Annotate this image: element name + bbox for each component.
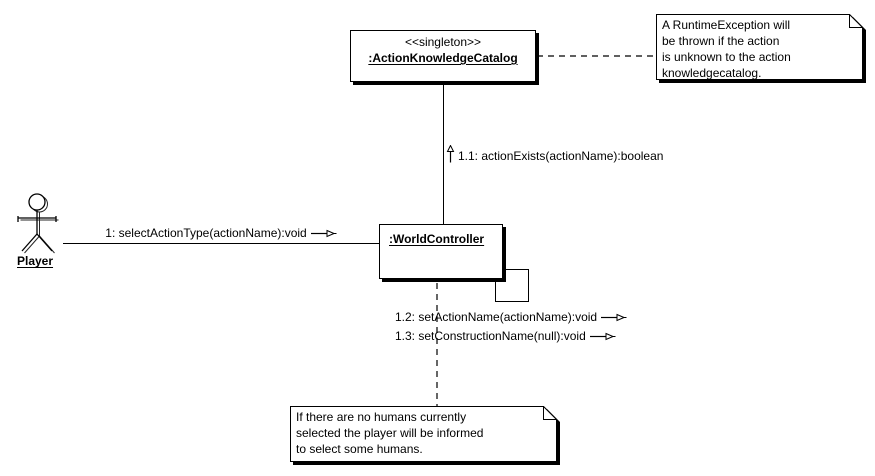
note-no-humans-text: If there are no humans currently selecte… [296, 410, 484, 456]
message-1-1-arrow-up-icon [446, 145, 455, 163]
note-fold-icon [849, 14, 864, 28]
object-worldcontroller[interactable]: :WorldController [379, 224, 503, 279]
note-anchor-catalog[interactable] [537, 55, 657, 57]
object-actionknowledgecatalog[interactable]: <<singleton>> :ActionKnowledgeCatalog [350, 30, 536, 82]
link-worldcontroller-catalog[interactable] [443, 82, 444, 225]
note-shape [656, 14, 866, 83]
catalog-name: :ActionKnowledgeCatalog [368, 51, 518, 65]
message-arrow-right-icon [601, 313, 627, 321]
catalog-stereotype: <<singleton>> [404, 35, 482, 49]
note-no-humans[interactable]: If there are no humans currently selecte… [290, 406, 561, 466]
actor-player[interactable] [8, 190, 68, 256]
message-arrow-right-icon [589, 332, 616, 340]
note-runtime-exception-text: A RuntimeException will be thrown if the… [662, 18, 791, 80]
note-runtime-exception[interactable]: A RuntimeException will be thrown if the… [656, 14, 867, 84]
note-anchor-worldcontroller[interactable] [436, 283, 438, 407]
message-arrow-right-icon [310, 229, 337, 237]
link-player-worldcontroller[interactable] [63, 243, 379, 244]
message-1-3-label: 1.3: setConstructionName(null):void [395, 329, 586, 343]
message-1[interactable]: 1: selectActionType(actionName):void [63, 226, 379, 240]
note-shape [290, 406, 560, 465]
actor-stick-figure-icon [17, 193, 59, 254]
note-fold-icon [543, 406, 558, 420]
message-1-3[interactable]: 1.3: setConstructionName(null):void [395, 329, 616, 343]
worldcontroller-name: :WorldController [389, 232, 485, 246]
actor-player-label: Player [17, 254, 54, 268]
message-1-1[interactable]: 1.1: actionExists(actionName):boolean [458, 149, 663, 163]
message-1-2[interactable]: 1.2: setActionName(actionName):void [395, 310, 627, 324]
message-1-2-label: 1.2: setActionName(actionName):void [395, 310, 598, 324]
message-1-label: 1: selectActionType(actionName):void [105, 226, 307, 240]
message-1-1-label: 1.1: actionExists(actionName):boolean [458, 149, 664, 163]
